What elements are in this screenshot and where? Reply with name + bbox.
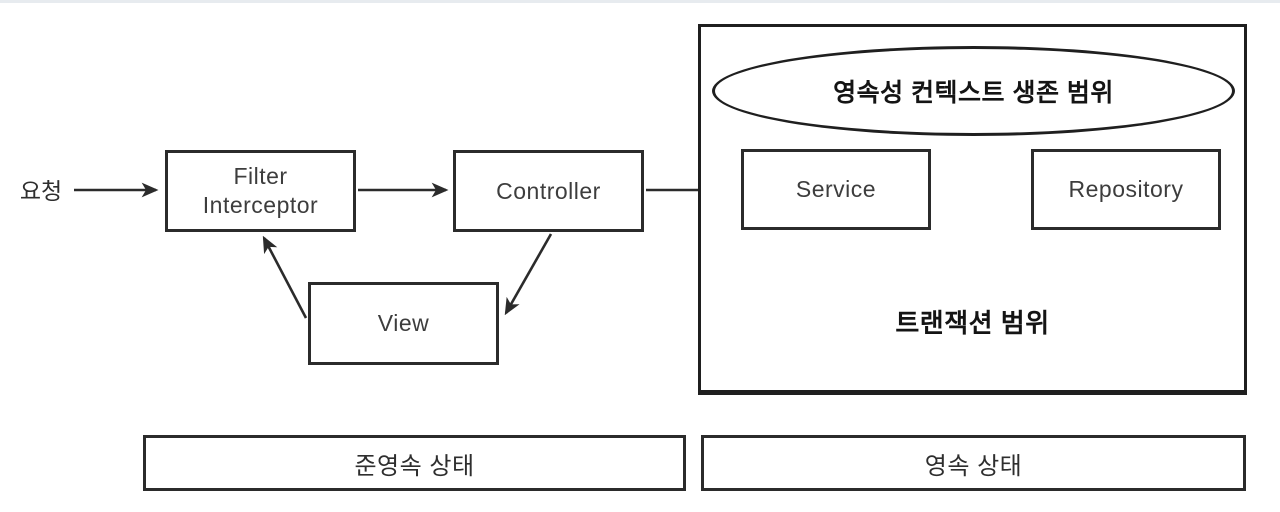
controller-label: Controller [496,177,601,204]
repository-label: Repository [1068,176,1184,203]
filter-interceptor-box: Filter Interceptor [165,150,356,232]
service-label: Service [795,176,877,203]
arrow-view-to-filter [262,235,308,319]
persistent-state-label: 영속 상태 [924,452,1023,480]
request-label: 요청 [19,178,63,204]
view-label: View [377,310,430,337]
persistence-context-scope-label: 영속성 컨텍스트 생존 범위 [833,79,1114,107]
detached-state-label: 준영속 상태 [354,452,475,480]
persistence-context-scope-ellipse: 영속성 컨텍스트 생존 범위 [712,46,1235,136]
top-divider-line [0,0,1280,3]
filter-interceptor-label-line1: Filter [233,163,288,190]
transaction-scope-label: 트랜잭션 범위 [895,308,1050,338]
arrow-controller-to-view [504,233,553,316]
repository-box: Repository [1031,149,1221,230]
controller-box: Controller [453,150,644,232]
filter-interceptor-label-line2: Interceptor [202,192,319,218]
detached-state-box: 준영속 상태 [143,435,686,491]
view-box: View [308,282,499,365]
service-box: Service [741,149,931,230]
persistent-state-box: 영속 상태 [701,435,1246,491]
